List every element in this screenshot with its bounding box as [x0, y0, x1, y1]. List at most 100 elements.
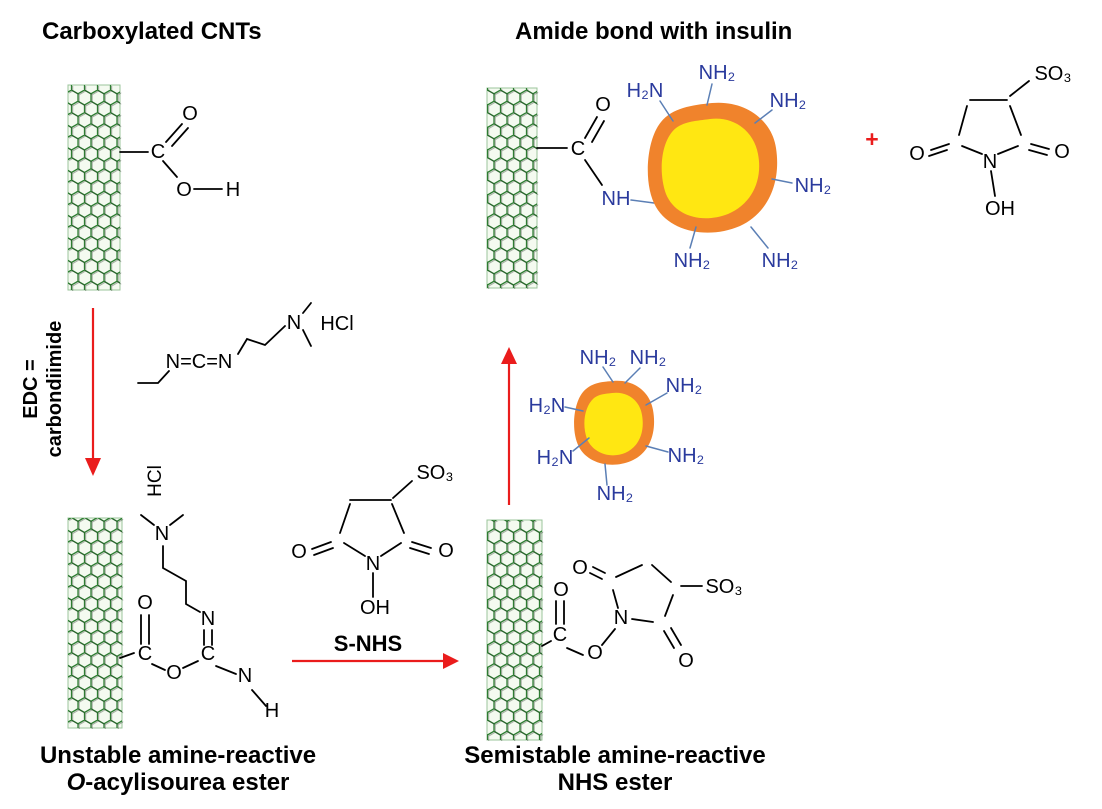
sulfo-nhs-byproduct: + N O O SO₃ OH — [865, 63, 1071, 220]
cnt-nhs-ester — [486, 519, 544, 741]
arrow-head — [443, 653, 459, 669]
amine-label: NH₂ — [674, 250, 711, 272]
atom-n: N — [614, 607, 628, 629]
bond-ring — [339, 503, 351, 534]
atom-n: N — [201, 608, 215, 630]
bond — [584, 116, 598, 139]
atom-o: O — [553, 579, 569, 601]
amine-connector — [602, 366, 614, 383]
cnt-hex-shadow — [69, 86, 122, 291]
amine-connector — [645, 445, 669, 453]
cnt-hex-shadow — [488, 89, 539, 289]
bond — [541, 640, 552, 647]
atom-c: C — [571, 138, 585, 160]
amine-connector — [604, 463, 608, 486]
cnt-oacylisourea — [67, 517, 124, 729]
atom-ncn: N=C=N — [166, 351, 233, 373]
edc-step-arrow-down — [85, 308, 101, 476]
amine-label: NH₂ — [666, 375, 703, 397]
caption-nhs-ester: Semistable amine-reactive NHS ester — [455, 742, 775, 796]
amide-product: C O NH H₂N NH₂ NH₂ NH₂ NH₂ NH₂ — [536, 62, 832, 272]
bond — [601, 628, 616, 646]
bond-ring — [651, 564, 672, 583]
amine-label: NH₂ — [580, 347, 617, 369]
bond — [215, 665, 237, 675]
bond — [1030, 143, 1050, 150]
cnt-amide-product — [486, 87, 539, 289]
atom-o: O — [137, 592, 153, 614]
caption-line2: O-acylisourea ester — [28, 769, 328, 796]
snhs-structure: N O O SO₃ OH S-NHS — [291, 462, 454, 656]
amine-label: NH₂ — [699, 62, 736, 84]
atom-o: O — [1054, 141, 1070, 163]
sulfo-group: SO₃ — [416, 462, 453, 484]
amine-label: H₂N — [537, 447, 574, 469]
amine-connector — [659, 100, 674, 122]
bond — [566, 647, 584, 656]
bond-ring — [997, 145, 1019, 155]
plus-sign: + — [865, 126, 878, 152]
sulfo-group: SO₃ — [1034, 63, 1071, 85]
atom-o: O — [587, 642, 603, 664]
bond — [311, 541, 332, 550]
bond-ring — [1009, 105, 1022, 136]
bond — [182, 660, 199, 669]
bond — [670, 627, 682, 646]
edc-label-line2: carbondiimide — [44, 320, 66, 458]
bond — [990, 170, 996, 197]
amine-connector — [645, 392, 668, 406]
bond-ring — [664, 594, 674, 617]
bond — [930, 143, 950, 151]
bond — [151, 663, 166, 671]
atom-n: N — [238, 665, 252, 687]
atom-n: N — [155, 523, 169, 545]
caption-line2-italic-o: O — [66, 769, 86, 796]
snhs-step-arrow-right — [292, 653, 459, 669]
bond-ring — [380, 542, 402, 557]
bond-ring — [961, 145, 983, 155]
bond-methyl — [140, 514, 155, 526]
hcl-rotated-label: HCl — [145, 465, 166, 497]
atom-c: C — [138, 643, 152, 665]
atom-o: O — [182, 103, 198, 125]
insulin-step-arrow-up — [501, 347, 517, 505]
amine-connector — [572, 437, 590, 452]
atom-o: O — [176, 179, 192, 201]
amine-connector — [689, 226, 697, 249]
cnt-carboxylated — [67, 84, 122, 291]
atom-oh: OH — [985, 198, 1015, 220]
bond — [119, 652, 135, 659]
carboxyl-group: C O O H — [119, 103, 240, 201]
caption-line2-rest: -acylisourea ester — [85, 769, 290, 796]
amine-label: NH₂ — [630, 347, 667, 369]
bond-propyl-chain — [237, 325, 286, 355]
amine-label: NH₂ — [762, 250, 799, 272]
amine-connector — [771, 178, 793, 184]
bond — [1028, 149, 1048, 156]
atom-o: O — [572, 557, 588, 579]
edc-label-line1: EDC = — [20, 359, 42, 419]
amide-nh-label: NH — [602, 188, 631, 210]
arrow-head — [85, 458, 101, 476]
bond — [171, 127, 189, 147]
amine-label: NH₂ — [795, 175, 832, 197]
amine-label: H₂N — [627, 80, 664, 102]
caption-line1: Semistable amine-reactive — [464, 742, 766, 769]
bond — [162, 160, 178, 178]
bond-methyl — [302, 302, 312, 314]
amine-label: H₂N — [529, 395, 566, 417]
caption-line1: Unstable amine-reactive — [39, 742, 317, 769]
amine-label: NH₂ — [770, 90, 807, 112]
title-carboxylated-cnts: Carboxylated CNTs — [42, 18, 262, 45]
bond — [411, 541, 432, 549]
hcl-label: HCl — [320, 313, 353, 335]
edc-carbondiimide-label: EDC = carbondiimide — [19, 264, 69, 514]
atom-n: N — [983, 151, 997, 173]
bond-ring — [612, 589, 619, 609]
bond-ring — [391, 503, 405, 534]
atom-h: H — [226, 179, 240, 201]
bond — [409, 547, 430, 555]
caption-oacylisourea: Unstable amine-reactive O-acylisourea es… — [28, 742, 328, 796]
